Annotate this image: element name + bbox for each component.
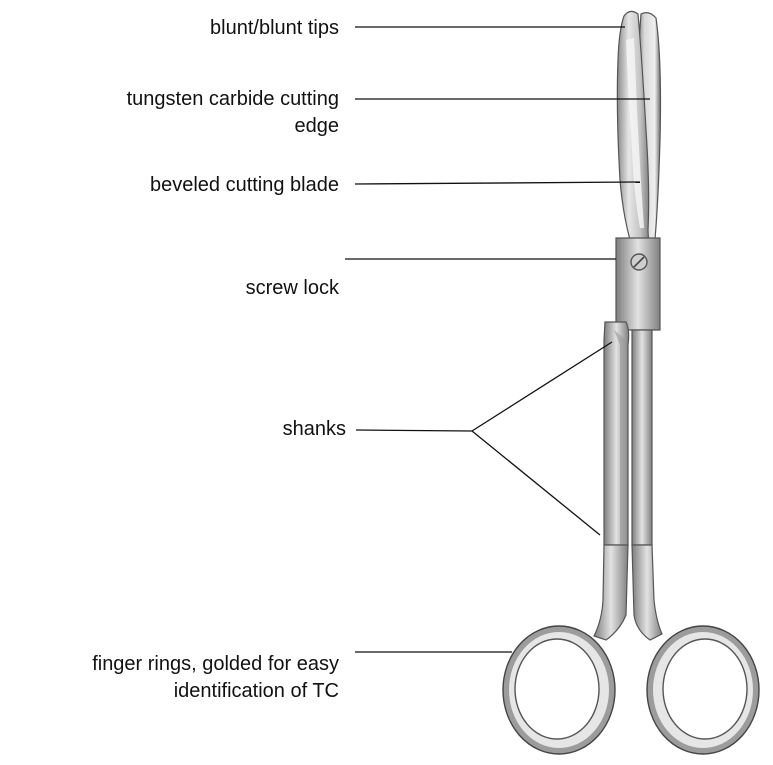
label-cutting-blade: beveled cutting blade: [150, 172, 339, 199]
label-cutting-edge-line1: tungsten carbide cutting: [127, 86, 339, 113]
leader-shanks: [356, 430, 472, 431]
right-finger-ring: [647, 626, 759, 754]
left-ring-neck: [594, 545, 628, 640]
right-ring-neck: [632, 545, 662, 640]
leader-blade: [355, 182, 640, 184]
label-cutting-blade-text: beveled cutting blade: [150, 172, 339, 199]
label-shanks: shanks: [283, 416, 346, 443]
label-screw-lock: screw lock: [246, 275, 339, 302]
label-finger-rings-line2: identification of TC: [92, 678, 339, 705]
label-tips-text: blunt/blunt tips: [210, 15, 339, 42]
label-finger-rings-line1: finger rings, golded for easy: [92, 651, 339, 678]
joint-body: [616, 238, 660, 330]
label-cutting-edge: tungsten carbide cutting edge: [127, 86, 339, 140]
label-screw-lock-text: screw lock: [246, 275, 339, 302]
right-shank: [632, 330, 652, 545]
screw-lock-icon: [631, 254, 647, 270]
label-cutting-edge-line2: edge: [127, 113, 339, 140]
label-shanks-text: shanks: [283, 416, 346, 443]
leader-shanks-upper: [472, 342, 612, 431]
leader-shanks-lower: [472, 431, 600, 535]
left-finger-ring: [503, 626, 615, 754]
label-finger-rings: finger rings, golded for easy identifica…: [92, 651, 339, 705]
label-tips: blunt/blunt tips: [210, 15, 339, 42]
